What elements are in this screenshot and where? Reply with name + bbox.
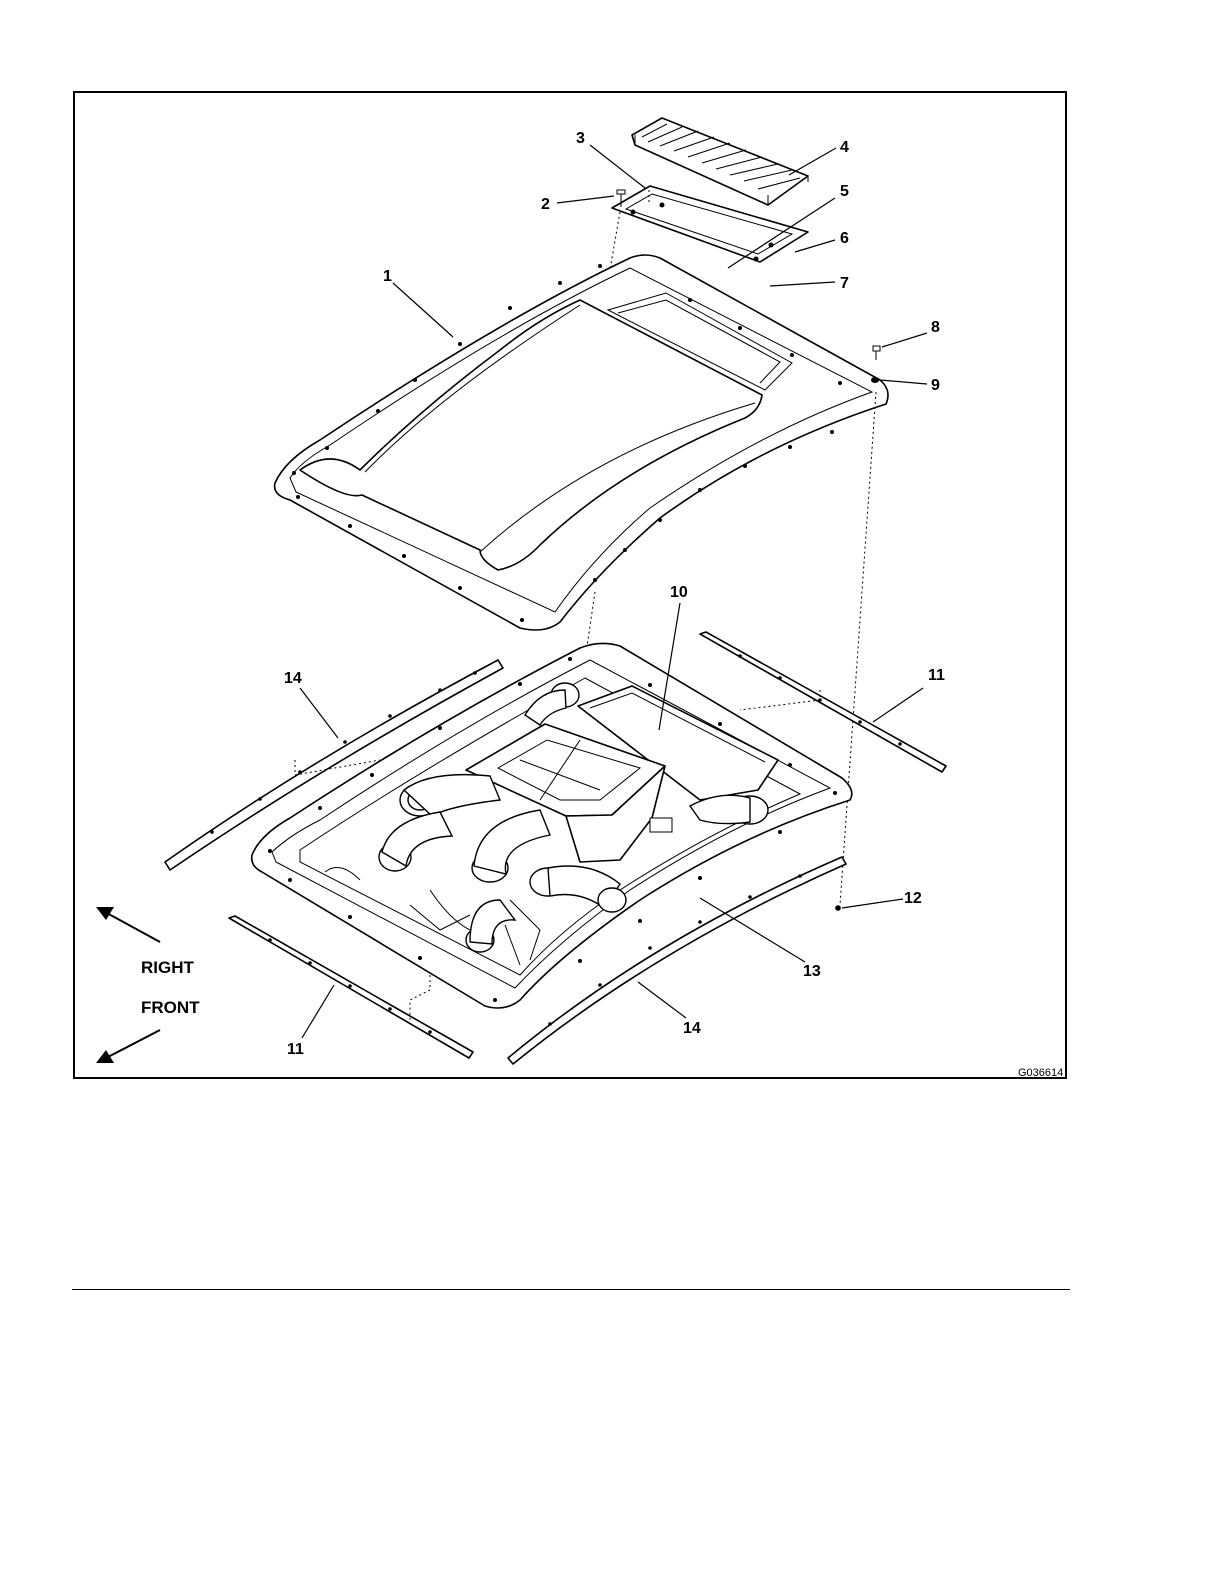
orientation-right-label: RIGHT — [141, 958, 195, 977]
callout-9: 9 — [931, 377, 940, 394]
footer-divider — [72, 1289, 1070, 1290]
callout-1: 1 — [383, 268, 392, 285]
callout-6: 6 — [840, 230, 849, 247]
callout-5: 5 — [840, 183, 849, 200]
callout-3: 3 — [576, 130, 585, 147]
part-1-roof — [275, 255, 888, 630]
callout-14-right: 14 — [683, 1020, 701, 1037]
callout-11-front: 11 — [287, 1041, 304, 1058]
callout-12: 12 — [904, 890, 922, 907]
callout-8: 8 — [931, 319, 940, 336]
callout-13: 13 — [803, 963, 821, 980]
orientation-front-label: FRONT — [141, 998, 200, 1017]
part-12-nut — [835, 905, 841, 911]
arrow-up-left-icon — [96, 907, 160, 942]
arrow-down-left-icon — [96, 1030, 160, 1063]
figure-id: G036614 — [1018, 1067, 1063, 1079]
callout-14-left: 14 — [284, 670, 302, 687]
callout-7: 7 — [840, 275, 849, 292]
part-9-washer — [871, 377, 879, 383]
callout-2: 2 — [541, 196, 550, 213]
callout-10: 10 — [670, 584, 688, 601]
callout-4: 4 — [840, 139, 849, 156]
callout-11-rear: 11 — [928, 667, 945, 684]
part-8-bolt — [873, 346, 880, 360]
